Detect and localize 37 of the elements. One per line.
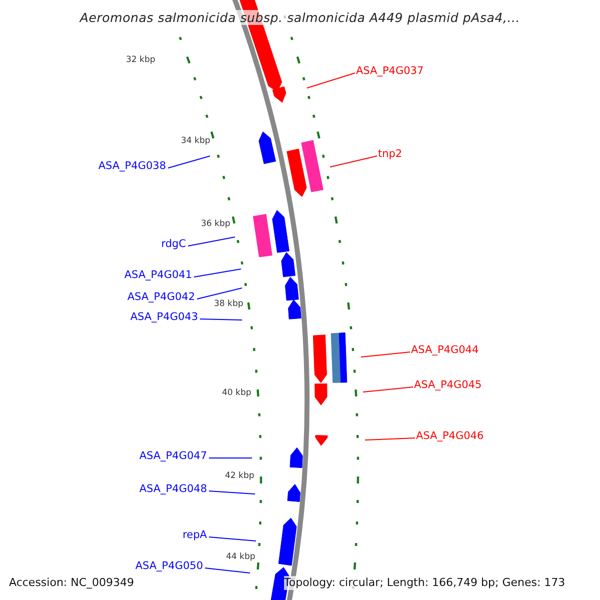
gene-label: rdgC: [161, 238, 186, 251]
scale-label: 36 kbp: [201, 219, 230, 229]
gene-label: ASA_P4G038: [98, 160, 166, 173]
gene-label: ASA_P4G050: [135, 560, 203, 573]
leader-line: [208, 536, 256, 542]
gene-label: repA: [182, 529, 207, 542]
gene-label: ASA_P4G043: [130, 311, 198, 324]
scale-label: 42 kbp: [225, 471, 254, 481]
leader-line: [360, 352, 410, 358]
scale-label: 32 kbp: [126, 55, 156, 65]
leader-line: [330, 156, 378, 168]
leader-line: [194, 268, 242, 278]
gene-label: ASA_P4G047: [139, 450, 207, 463]
leader-line: [364, 438, 416, 440]
title: Aeromonas salmonicida subsp. salmonicida A449 plasmid pAsa4,...: [80, 10, 520, 25]
gene-label: ASA_P4G048: [139, 483, 207, 496]
gene-label: ASA_P4G044: [411, 344, 479, 357]
leader-line: [188, 236, 236, 246]
leader-line: [362, 386, 414, 392]
leader-line: [204, 568, 250, 574]
gene-label: ASA_P4G041: [124, 269, 192, 282]
scale-label: 34 kbp: [181, 136, 210, 146]
gene-label: ASA_P4G042: [127, 291, 195, 304]
leader-line: [196, 288, 242, 300]
gene-label: ASA_P4G037: [356, 65, 424, 78]
leader-line: [208, 490, 256, 494]
leader-line: [200, 318, 242, 320]
gene-label: ASA_P4G046: [416, 430, 484, 443]
scale-label: 38 kbp: [214, 299, 244, 309]
scale-label: 44 kbp: [226, 552, 256, 562]
leader-line: [168, 156, 210, 168]
scale-label: 40 kbp: [222, 388, 252, 398]
leader-line: [306, 72, 356, 88]
gene-label: ASA_P4G045: [414, 379, 482, 392]
footer-text: Topology: circular; Length: 166,749 bp; Genes: 173: [284, 576, 566, 590]
footer-text: Accession: NC_009349: [9, 576, 134, 590]
gene-label: tnp2: [378, 148, 402, 161]
